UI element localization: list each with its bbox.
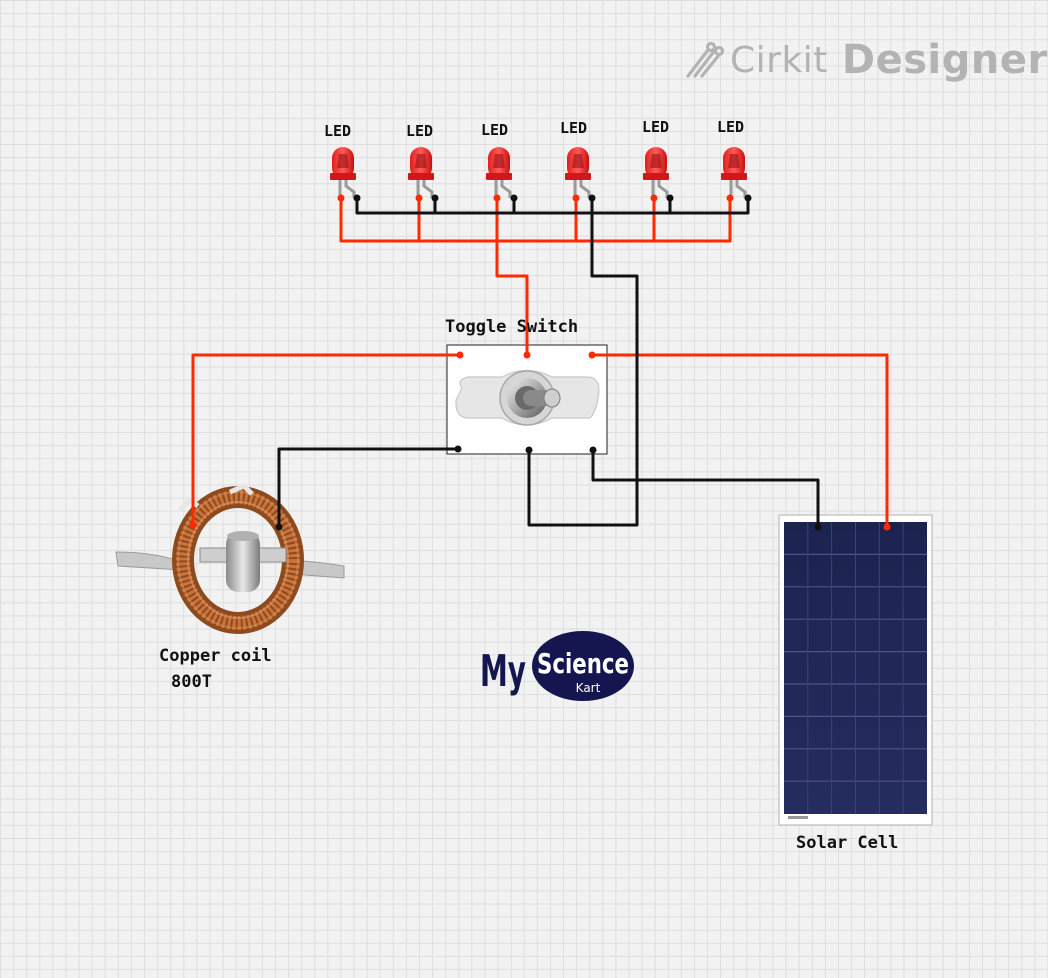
cirkit-designer-brand: Cirkit Designer (684, 34, 1048, 86)
wire-cathodes-return (527, 211, 639, 527)
logo-my-text: My (480, 646, 526, 697)
led-2[interactable] (408, 147, 434, 198)
wire-switch-to-solar (590, 353, 889, 529)
led-4-cathode-pin (588, 194, 596, 202)
led-6-label: LED (717, 118, 745, 136)
copper-coil-turns-label: 800T (171, 672, 212, 692)
logo-science-text: Science (537, 647, 629, 680)
switch-pin-top-left (456, 351, 464, 359)
led-5-cathode-pin (666, 194, 674, 202)
led-1-label: LED (324, 122, 352, 140)
coil-negative-pin (275, 523, 283, 531)
led-3-label: LED (481, 121, 509, 139)
switch-pin-bottom-right (589, 446, 597, 454)
solar-positive-pin (883, 523, 891, 531)
brand-prefix: Cirkit (730, 39, 828, 81)
led-4-label: LED (560, 119, 588, 137)
led-1-anode-pin (337, 194, 345, 202)
led-5-anode-pin (650, 194, 658, 202)
led-1-cathode-pin (353, 194, 361, 202)
wire-switch-to-coil (191, 353, 462, 527)
led-4-anode-pin (572, 194, 580, 202)
led-6-cathode-pin (744, 194, 752, 202)
led-6[interactable] (721, 147, 747, 198)
wire-led-anodes (339, 196, 732, 243)
toggle-switch[interactable] (446, 344, 608, 455)
led-5-label: LED (642, 118, 670, 136)
led-2-label: LED (406, 122, 434, 140)
wire-switch-to-coil-neg (277, 447, 460, 529)
solar-cell-label: Solar Cell (796, 833, 899, 853)
led-3[interactable] (486, 147, 512, 198)
led-2-cathode-pin (431, 194, 439, 202)
brand-suffix: Designer (841, 37, 1048, 83)
switch-pin-top-middle (523, 351, 531, 359)
myscience-kart-logo: My Science Kart (480, 631, 634, 701)
solar-negative-pin (814, 523, 822, 531)
switch-pin-bottom-left (454, 445, 462, 453)
led-1[interactable] (330, 147, 356, 198)
logo-kart-text: Kart (576, 681, 601, 695)
led-3-anode-pin (493, 194, 501, 202)
switch-pin-top-right (588, 351, 596, 359)
led-5[interactable] (643, 147, 669, 198)
led-4[interactable] (565, 147, 591, 198)
toggle-switch-label: Toggle Switch (445, 317, 579, 337)
led-3-cathode-pin (510, 194, 518, 202)
cirkit-designer-icon (686, 41, 724, 78)
wire-anodes-to-switch (495, 239, 529, 357)
wire-led-cathodes (355, 196, 750, 215)
led-2-anode-pin (415, 194, 423, 202)
led-6-anode-pin (726, 194, 734, 202)
wire-switch-to-solar-neg (591, 448, 820, 529)
copper-coil-label: Copper coil (159, 646, 272, 666)
solar-cell[interactable] (778, 514, 933, 826)
copper-coil[interactable] (115, 483, 345, 634)
coil-positive-pin (189, 521, 197, 529)
switch-pin-bottom-middle (525, 446, 533, 454)
